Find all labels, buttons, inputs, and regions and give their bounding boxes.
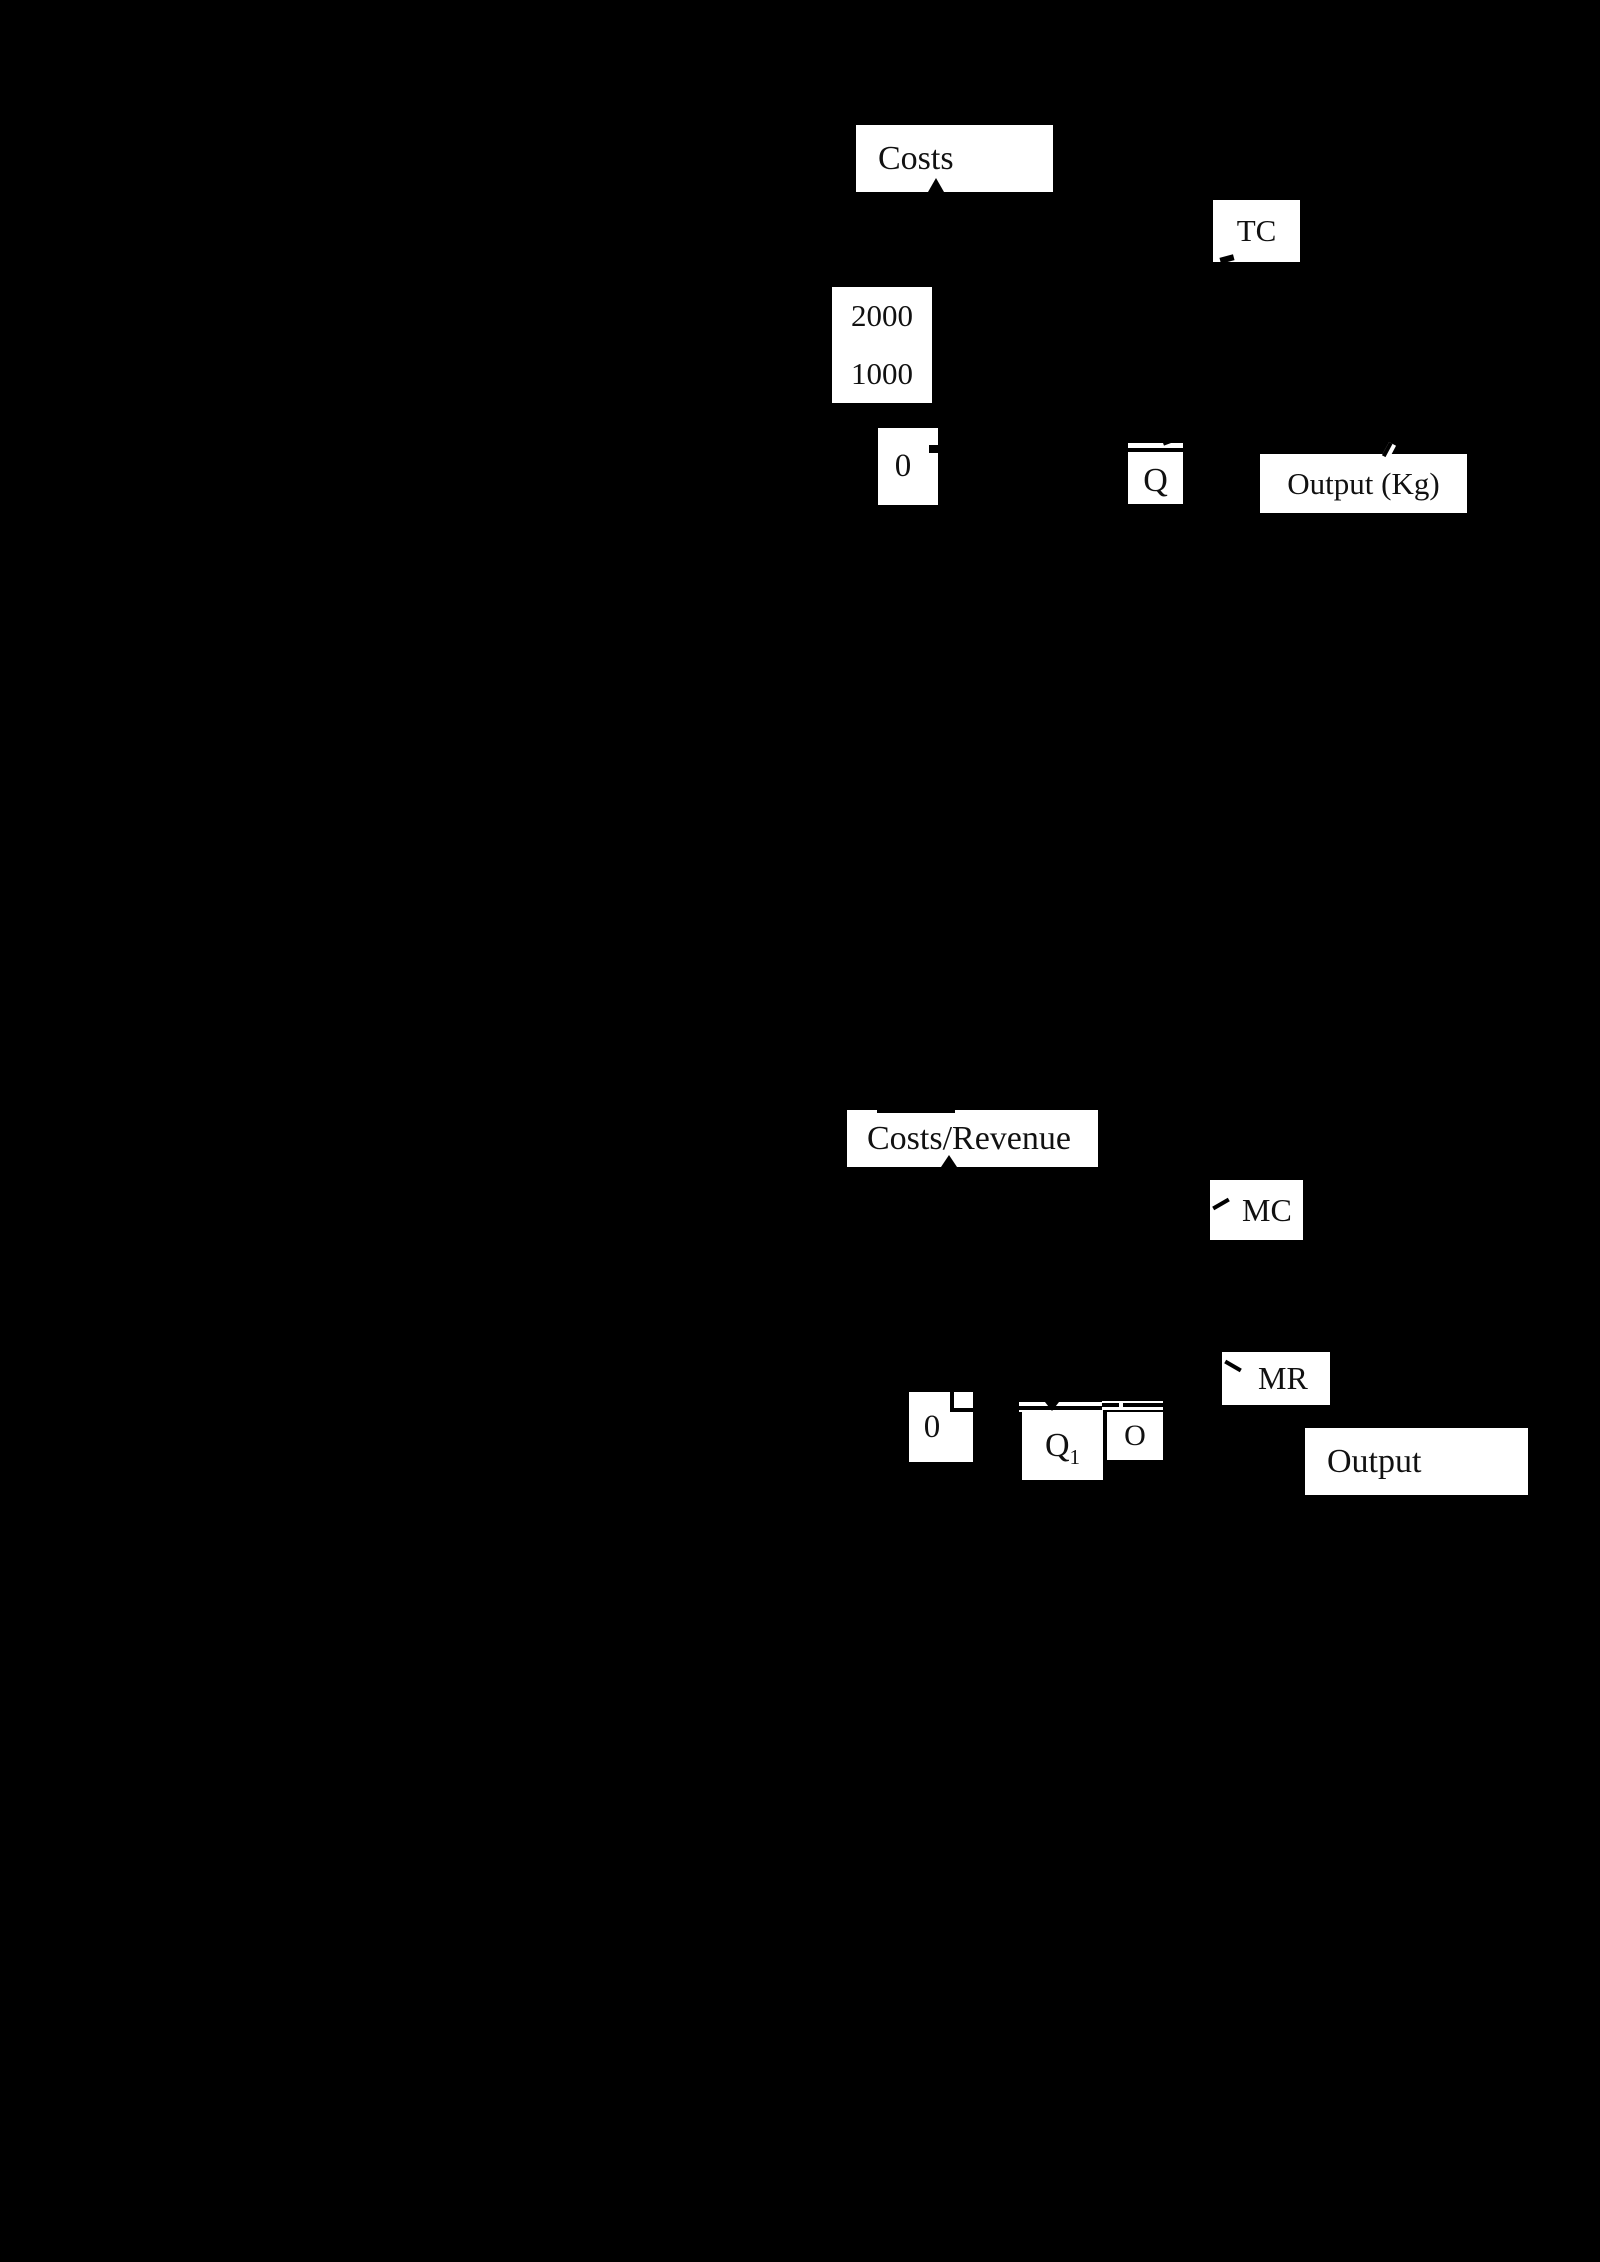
diagram2-line-strip-q1	[1019, 1402, 1103, 1412]
diagram2-origin-label: 0	[923, 1408, 941, 1445]
diagram2-origin-box: 0	[909, 1392, 973, 1462]
diagram2-o-tick-box: O	[1107, 1412, 1163, 1460]
diagram2-mc-label-box: MC	[1210, 1180, 1303, 1240]
diagram1-y-axis-arrowhead-icon	[928, 178, 944, 192]
diagram1-ytick-2000: 2000	[851, 298, 913, 333]
diagram1-origin-label: 0	[894, 448, 912, 484]
diagram2-mr-label-box: MR	[1222, 1352, 1330, 1405]
diagram2-x-axis-label-box: Output	[1305, 1428, 1528, 1495]
diagram2-mc-label: MC	[1242, 1191, 1292, 1228]
diagram1-q-tick-box: Q	[1128, 443, 1183, 504]
diagram2-q1-tick-box: Q1	[1022, 1412, 1103, 1480]
diagram1-x-axis-line-fragment-icon	[1128, 448, 1183, 452]
diagram2-x-axis-label: Output	[1327, 1442, 1422, 1480]
diagram2-axis-corner-horizontal-icon	[950, 1408, 973, 1412]
diagram2-y-axis-arrowhead-icon	[941, 1155, 957, 1167]
diagram2-horizontal-line-fragment-icon	[1019, 1406, 1103, 1410]
mc-curve-fragment-icon	[1212, 1197, 1230, 1211]
diagram2-dashed-line-left-icon	[1102, 1403, 1119, 1407]
diagram2-down-arrowhead-icon	[1045, 1402, 1059, 1411]
diagram2-o-tick-label: O	[1124, 1419, 1146, 1452]
diagram1-x-axis-label: Output (Kg)	[1287, 465, 1440, 501]
diagram1-tc-label-box: TC	[1213, 200, 1300, 262]
mr-curve-fragment-icon	[1224, 1359, 1242, 1373]
diagram2-box-top-edge-line-icon	[877, 1110, 955, 1113]
diagram2-q1-tick-label: Q1	[1044, 1427, 1081, 1469]
diagram2-mr-label: MR	[1258, 1360, 1308, 1396]
diagram1-origin-tick-icon	[929, 445, 940, 453]
diagram1-ytick-box: 2000 1000	[832, 287, 937, 403]
diagram1-x-axis-label-box: Output (Kg)	[1260, 454, 1467, 513]
diagram1-y-axis-title-box: Costs	[856, 125, 1053, 192]
diagram2-dashed-line-right-icon	[1123, 1403, 1163, 1407]
diagram2-line-strip-o	[1102, 1401, 1163, 1410]
diagram1-origin-box: 0	[878, 428, 938, 505]
diagram1-q-tick-label: Q	[1143, 462, 1168, 499]
diagram1-ytick-1000: 1000	[851, 356, 913, 391]
diagram2-axis-corner-vertical-icon	[950, 1392, 954, 1411]
diagram1-y-axis-title: Costs	[878, 139, 954, 177]
diagram2-q1-subscript: 1	[1069, 1444, 1081, 1469]
diagram1-tc-label: TC	[1236, 213, 1277, 248]
diagram2-y-axis-title: Costs/Revenue	[867, 1119, 1071, 1157]
diagram2-y-axis-title-box: Costs/Revenue	[847, 1110, 1098, 1167]
